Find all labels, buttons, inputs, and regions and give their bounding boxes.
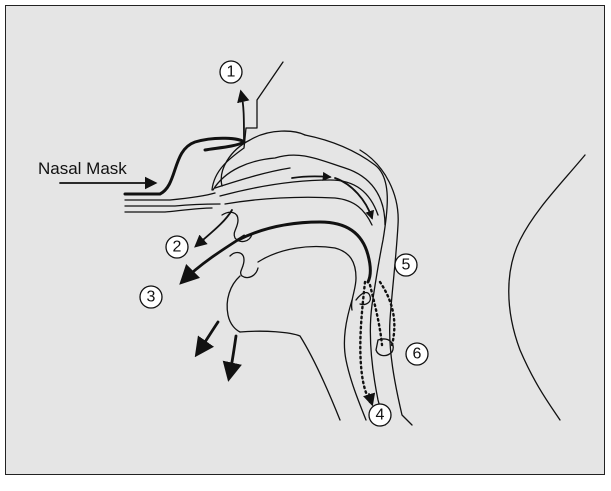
svg-text:6: 6 [413, 346, 422, 363]
mouth-leak-arrow-3 [182, 236, 244, 282]
marker-3: 3 [140, 286, 162, 308]
leak-arrow-1 [241, 92, 244, 142]
marker-6: 6 [406, 343, 428, 365]
nasal-flow-arrow-b [335, 178, 372, 218]
tongue-dorsum [258, 247, 356, 310]
svg-text:5: 5 [402, 257, 411, 274]
chin [227, 276, 240, 332]
turbinate-upper [215, 168, 290, 188]
airway-flow-dotted-6 [370, 285, 382, 345]
back-of-neck [509, 155, 585, 420]
turbinate-lower [225, 197, 372, 225]
airway-flow-dotted-4 [360, 282, 370, 402]
marker-4: 4 [369, 404, 391, 426]
mask-tube-lower [125, 204, 220, 206]
larynx-front [344, 300, 366, 420]
nasal-mask-shell [125, 138, 244, 194]
leak-arrow-2 [196, 210, 232, 246]
mask-tube-bottom [125, 208, 212, 212]
posterior-pharynx-wall-outer [360, 150, 412, 425]
lower-lip [230, 253, 258, 278]
marker-5: 5 [395, 254, 417, 276]
nasal-cavity-roof [213, 155, 385, 225]
hard-palate [238, 222, 370, 282]
svg-text:4: 4 [376, 407, 385, 424]
marker-2: 2 [166, 236, 188, 258]
oral-leak-arrow-b [229, 336, 236, 378]
svg-text:3: 3 [147, 289, 156, 306]
svg-text:1: 1 [227, 64, 236, 81]
marker-1: 1 [220, 61, 242, 83]
posterior-pharynx-wall-inner [305, 135, 387, 425]
svg-text:2: 2 [173, 239, 182, 256]
nasal-mask-label: Nasal Mask [38, 159, 127, 178]
nasal-flow-arrow-a [292, 176, 330, 178]
oral-leak-arrow-a [197, 322, 218, 354]
neck-front [240, 331, 340, 420]
